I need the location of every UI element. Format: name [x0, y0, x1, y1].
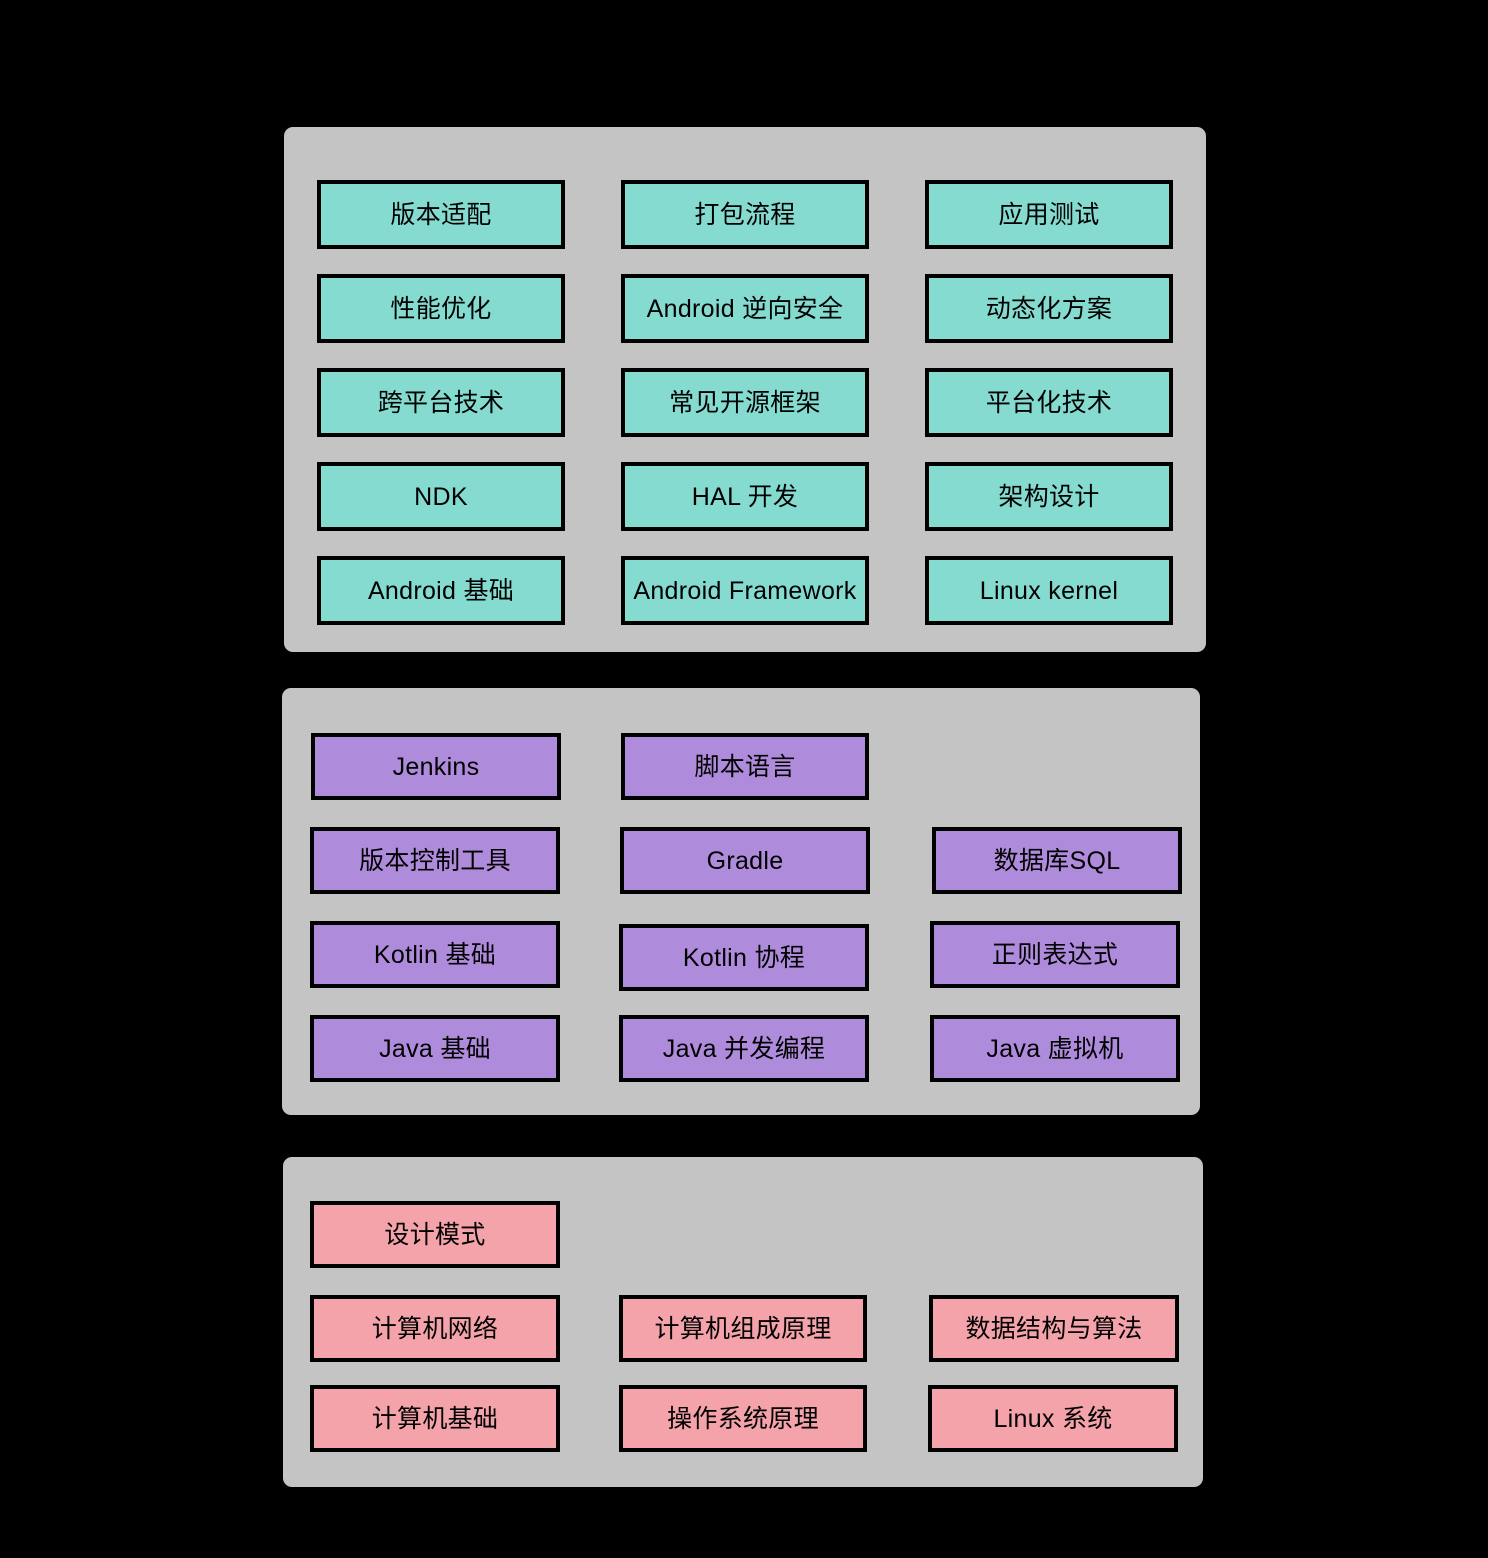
- node-android-9[interactable]: NDK: [317, 462, 565, 531]
- node-language-8[interactable]: Java 基础: [310, 1015, 560, 1082]
- node-language-5[interactable]: Kotlin 基础: [310, 921, 560, 988]
- node-cs-5[interactable]: 操作系统原理: [619, 1385, 867, 1452]
- node-android-4[interactable]: Android 逆向安全: [621, 274, 869, 343]
- node-language-0[interactable]: Jenkins: [311, 733, 561, 800]
- node-android-12[interactable]: Android 基础: [317, 556, 565, 625]
- node-android-5[interactable]: 动态化方案: [925, 274, 1173, 343]
- node-cs-3[interactable]: 数据结构与算法: [929, 1295, 1179, 1362]
- node-android-14[interactable]: Linux kernel: [925, 556, 1173, 625]
- node-android-13[interactable]: Android Framework: [621, 556, 869, 625]
- node-cs-0[interactable]: 设计模式: [310, 1201, 560, 1268]
- node-cs-2[interactable]: 计算机组成原理: [619, 1295, 867, 1362]
- node-language-3[interactable]: Gradle: [620, 827, 870, 894]
- node-android-1[interactable]: 打包流程: [621, 180, 869, 249]
- node-android-10[interactable]: HAL 开发: [621, 462, 869, 531]
- node-cs-1[interactable]: 计算机网络: [310, 1295, 560, 1362]
- node-language-2[interactable]: 版本控制工具: [310, 827, 560, 894]
- node-language-1[interactable]: 脚本语言: [621, 733, 869, 800]
- node-android-2[interactable]: 应用测试: [925, 180, 1173, 249]
- node-language-7[interactable]: 正则表达式: [930, 921, 1180, 988]
- node-language-10[interactable]: Java 虚拟机: [930, 1015, 1180, 1082]
- node-android-6[interactable]: 跨平台技术: [317, 368, 565, 437]
- node-language-4[interactable]: 数据库SQL: [932, 827, 1182, 894]
- node-cs-4[interactable]: 计算机基础: [310, 1385, 560, 1452]
- node-android-11[interactable]: 架构设计: [925, 462, 1173, 531]
- node-language-6[interactable]: Kotlin 协程: [619, 924, 869, 991]
- node-android-3[interactable]: 性能优化: [317, 274, 565, 343]
- node-cs-6[interactable]: Linux 系统: [928, 1385, 1178, 1452]
- node-android-7[interactable]: 常见开源框架: [621, 368, 869, 437]
- node-android-8[interactable]: 平台化技术: [925, 368, 1173, 437]
- node-language-9[interactable]: Java 并发编程: [619, 1015, 869, 1082]
- node-android-0[interactable]: 版本适配: [317, 180, 565, 249]
